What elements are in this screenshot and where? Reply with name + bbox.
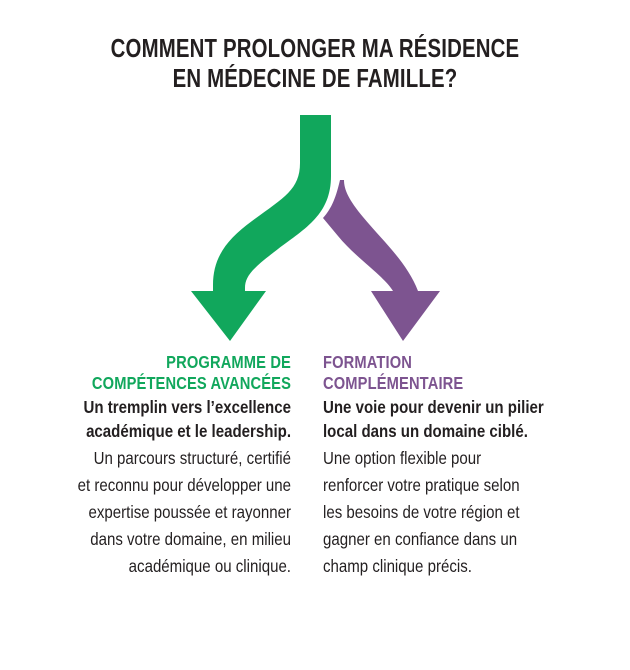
left-column-body-line-4: dans votre domaine, en milieu — [90, 529, 292, 549]
left-column-body-line-2: et reconnu pour développer une — [77, 475, 291, 495]
right-column-heading-line-2: COMPLÉMENTAIRE — [323, 372, 464, 393]
right-column-body-line-3: les besoins de votre région et — [323, 502, 520, 522]
page-title: COMMENT PROLONGER MA RÉSIDENCE EN MÉDECI… — [0, 34, 630, 94]
page-title-line-2: EN MÉDECINE DE FAMILLE? — [172, 65, 458, 93]
left-column-lead-line-1: Un tremplin vers l’excellence — [83, 397, 292, 417]
green-branch-arrow-icon — [191, 115, 331, 341]
column-formation-complementaire: FORMATION COMPLÉMENTAIRE Une voie pour d… — [303, 352, 630, 580]
left-column-lead-line-2: académique et le leadership. — [86, 421, 291, 441]
right-column-body-line-5: champ clinique précis. — [323, 556, 472, 576]
column-programme-competences-avancees: PROGRAMME DE COMPÉTENCES AVANCÉES Un tre… — [0, 352, 303, 580]
page-title-line-1: COMMENT PROLONGER MA RÉSIDENCE — [110, 35, 520, 63]
left-column-heading-line-1: PROGRAMME DE — [166, 352, 291, 372]
purple-branch-arrow-icon — [323, 180, 440, 341]
columns-container: PROGRAMME DE COMPÉTENCES AVANCÉES Un tre… — [0, 352, 630, 580]
right-column-heading: FORMATION COMPLÉMENTAIRE — [323, 352, 581, 393]
right-column-lead-line-1: Une voie pour devenir un pilier — [323, 397, 544, 417]
left-column-heading: PROGRAMME DE COMPÉTENCES AVANCÉES — [47, 352, 291, 393]
right-column-body-line-4: gagner en confiance dans un — [323, 529, 518, 549]
right-column-lead-line-2: local dans un domaine ciblé. — [323, 421, 528, 441]
left-column-body-line-1: Un parcours structuré, certifié — [93, 448, 291, 468]
left-column-body: Un parcours structuré, certifié et recon… — [41, 445, 291, 580]
left-column-body-line-5: académique ou clinique. — [128, 556, 291, 576]
right-column-body: Une option flexible pour renforcer votre… — [323, 445, 587, 580]
right-column-body-line-2: renforcer votre pratique selon — [323, 475, 520, 495]
right-column-lead: Une voie pour devenir un pilier local da… — [323, 395, 587, 443]
left-column-lead: Un tremplin vers l’excellence académique… — [41, 395, 291, 443]
left-column-heading-line-2: COMPÉTENCES AVANCÉES — [91, 372, 291, 393]
left-column-body-line-3: expertise poussée et rayonner — [88, 502, 292, 522]
right-column-heading-line-1: FORMATION — [323, 352, 413, 372]
right-column-body-line-1: Une option flexible pour — [323, 448, 482, 468]
